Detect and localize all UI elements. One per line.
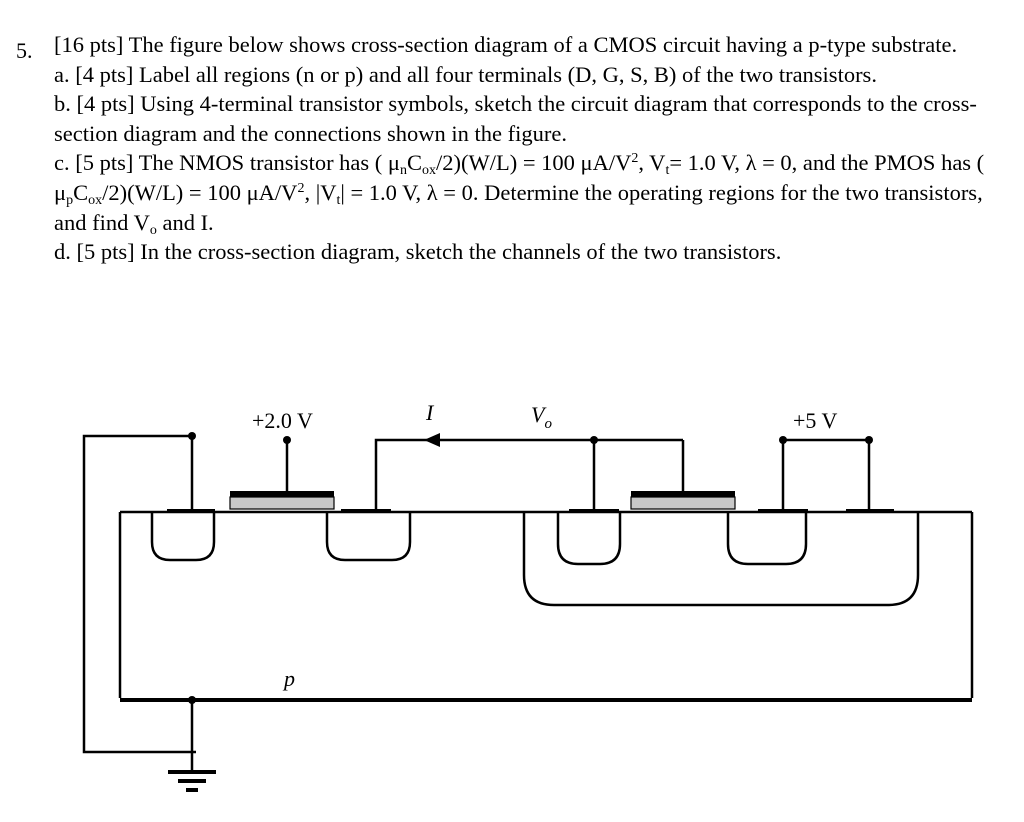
output-voltage-label: Vo bbox=[531, 402, 552, 432]
nmos-gate-stack bbox=[229, 491, 335, 510]
question-number: 5. bbox=[16, 38, 33, 63]
question-block: 5. [16 pts] The figure below shows cross… bbox=[0, 0, 1024, 340]
nmos-left-diffusion bbox=[150, 512, 216, 562]
gate-voltage-label: +2.0 V bbox=[252, 408, 313, 433]
vo-node-dot bbox=[590, 436, 598, 444]
pmos-source-contact bbox=[758, 509, 808, 513]
gate-voltage-dot bbox=[283, 436, 291, 444]
pmos-left-diffusion bbox=[556, 512, 622, 566]
part-a: a. [4 pts] Label all regions (n or p) an… bbox=[54, 61, 877, 87]
substrate-terminal-dot bbox=[188, 432, 196, 440]
nmos-drain-contact bbox=[341, 509, 391, 513]
supply-node-dot bbox=[779, 436, 787, 444]
substrate-ground-wire bbox=[82, 434, 196, 754]
part-b: b. [4 pts] Using 4-terminal transistor s… bbox=[54, 91, 977, 146]
question-intro: [16 pts] The figure below shows cross-se… bbox=[54, 32, 958, 57]
pmos-gate-stack bbox=[630, 491, 736, 510]
nwell-contact bbox=[846, 509, 894, 513]
ground-node-dot bbox=[188, 696, 196, 704]
question-text: [16 pts] The figure below shows cross-se… bbox=[54, 30, 1004, 267]
part-c: c. [5 pts] The NMOS transistor has ( μnC… bbox=[54, 150, 985, 238]
pmos-drain-contact bbox=[569, 509, 619, 513]
drain-connection-wire bbox=[374, 438, 596, 512]
current-label: I bbox=[425, 400, 435, 425]
supply-terminal-dot bbox=[865, 436, 873, 444]
nmos-right-diffusion bbox=[325, 512, 412, 562]
substrate-type-label: p bbox=[282, 666, 295, 691]
supply-voltage-label: +5 V bbox=[793, 408, 838, 433]
part-d: d. [5 pts] In the cross-section diagram,… bbox=[54, 239, 782, 265]
current-arrow-icon bbox=[424, 433, 440, 447]
nmos-body-contact bbox=[167, 509, 215, 513]
pmos-right-diffusion bbox=[726, 512, 808, 566]
n-well bbox=[522, 512, 920, 607]
